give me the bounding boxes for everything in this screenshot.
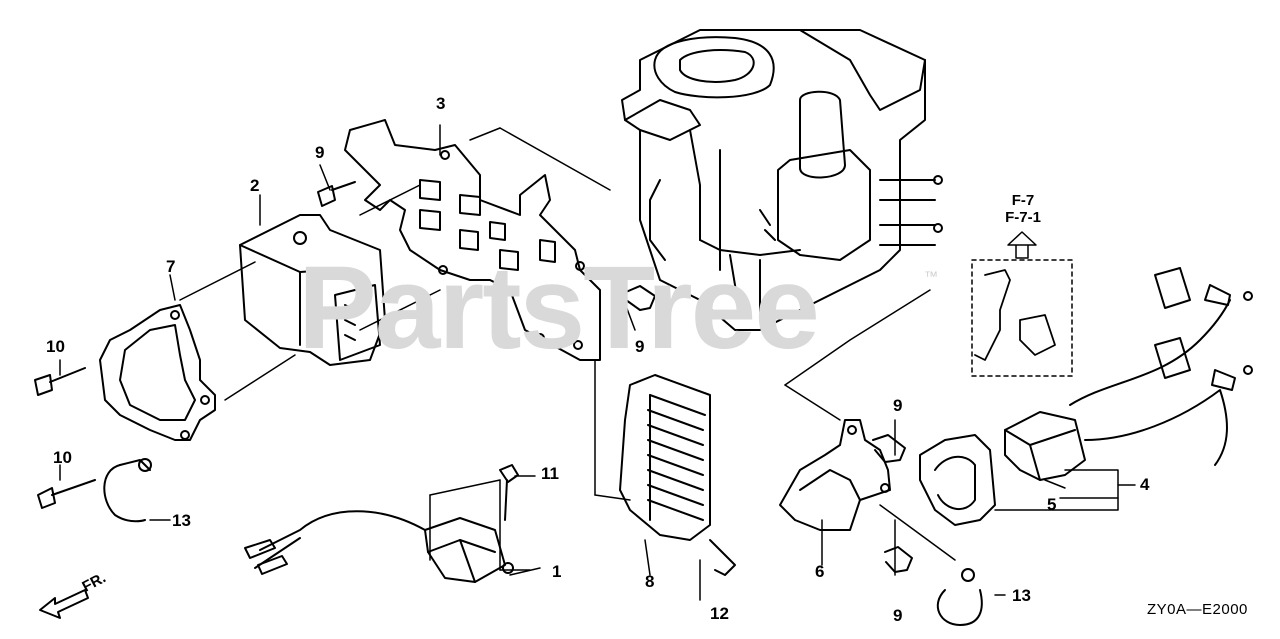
callout-13-b: 13 xyxy=(1012,586,1031,605)
coil-1 xyxy=(244,464,519,583)
trademark-symbol: ™ xyxy=(924,268,938,284)
bracket-3 xyxy=(344,119,601,361)
diagram-code: ZY0A—E2000 xyxy=(1147,601,1248,618)
front-arrow xyxy=(39,589,89,619)
cover-7 xyxy=(99,304,216,441)
bracket-6 xyxy=(779,419,891,531)
callout-9-b: 9 xyxy=(635,337,645,356)
callout-10-a: 10 xyxy=(46,337,65,356)
callout-4: 4 xyxy=(1140,475,1150,494)
callout-9-a: 9 xyxy=(315,143,325,162)
coil-4 xyxy=(1004,267,1253,481)
cover-5 xyxy=(919,434,996,526)
regulator-8 xyxy=(619,374,736,576)
module-2 xyxy=(239,214,386,366)
engine-block xyxy=(621,29,943,331)
reference-box xyxy=(971,231,1073,377)
callout-13-a: 13 xyxy=(172,511,191,530)
screw-10 xyxy=(34,367,96,509)
screw-9 xyxy=(317,181,913,573)
callout-5: 5 xyxy=(1047,495,1057,514)
callout-7: 7 xyxy=(166,257,176,276)
callout-11: 11 xyxy=(541,464,559,483)
callout-9-d: 9 xyxy=(893,606,903,625)
reference-line-1: F-7 xyxy=(1011,192,1035,209)
callout-3: 3 xyxy=(436,94,446,113)
callout-12: 12 xyxy=(710,604,729,623)
callout-6: 6 xyxy=(815,562,825,581)
watermark: PartsTree xyxy=(298,242,820,374)
callout-1: 1 xyxy=(552,562,562,581)
clip-13 xyxy=(103,458,983,626)
callout-10-b: 10 xyxy=(53,448,72,467)
callout-8: 8 xyxy=(645,572,655,591)
reference-label: F-7 F-7-1 xyxy=(993,192,1053,226)
callout-2: 2 xyxy=(250,176,260,195)
callout-9-c: 9 xyxy=(893,396,903,415)
reference-line-2: F-7-1 xyxy=(1005,208,1041,226)
